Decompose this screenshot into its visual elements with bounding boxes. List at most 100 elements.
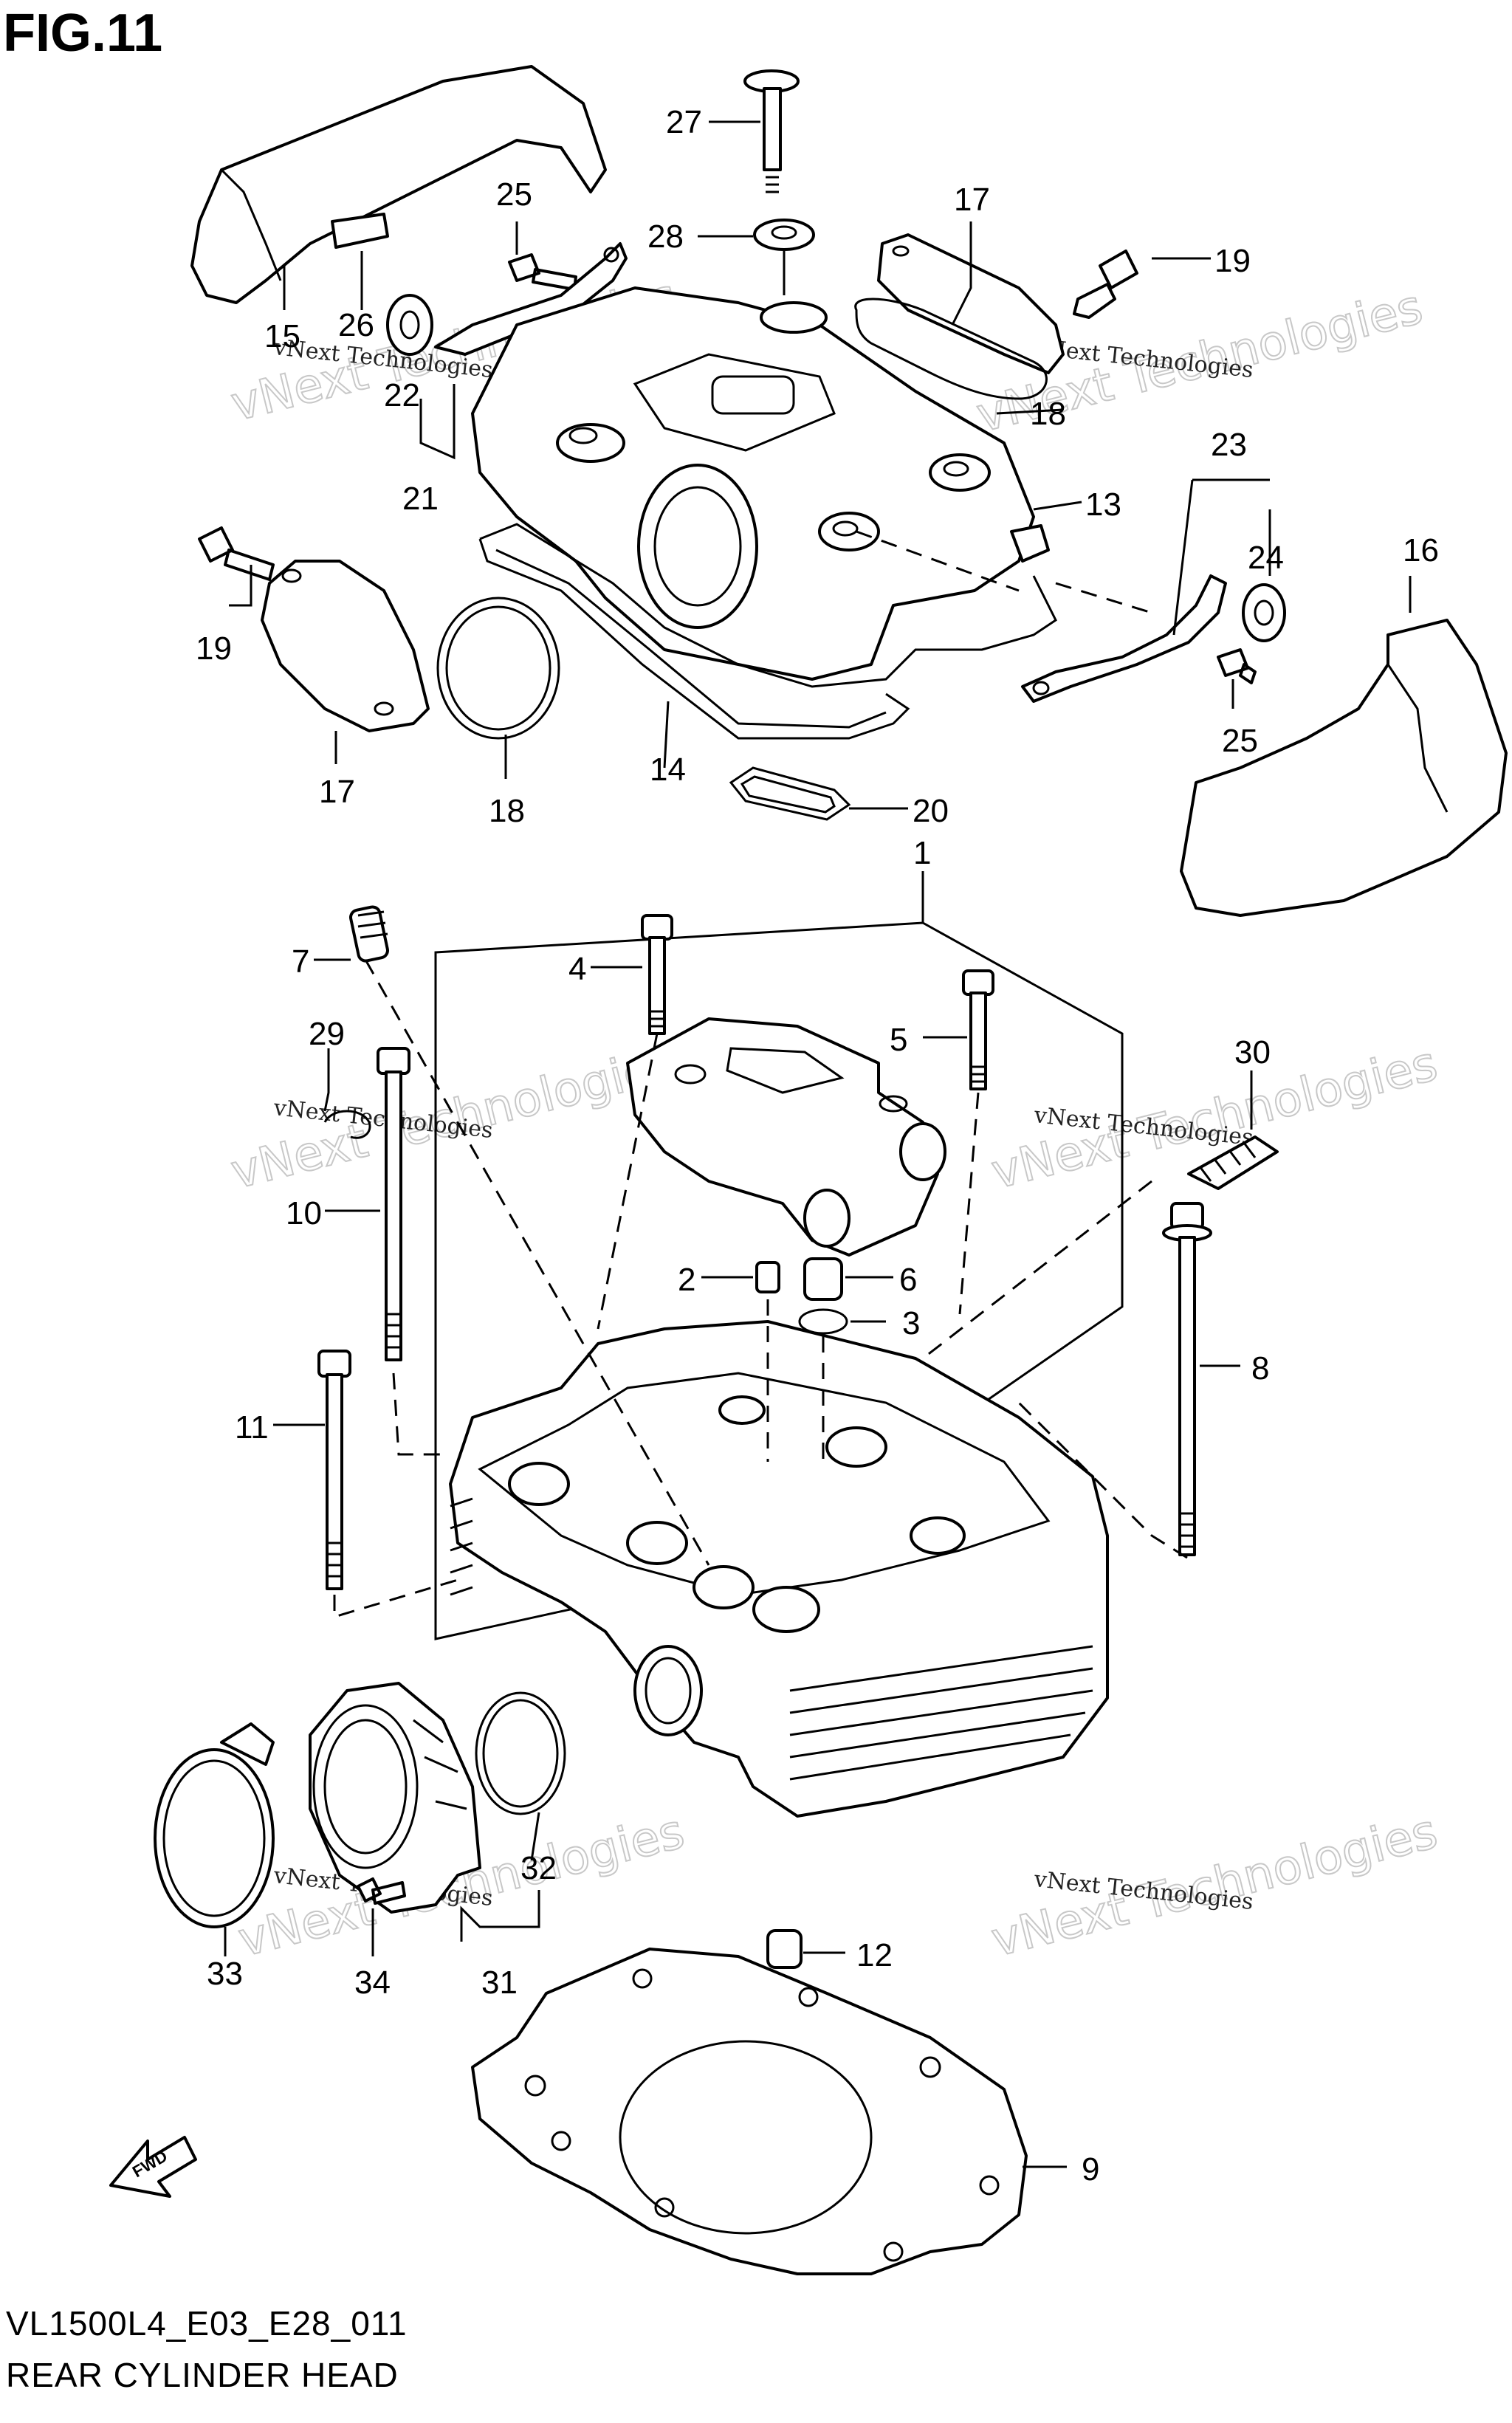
part-27-bolt: [743, 69, 800, 193]
figure-name: REAR CYLINDER HEAD: [6, 2356, 399, 2394]
part-13-boss-left: [556, 423, 625, 463]
part-1-bore: [508, 1462, 570, 1506]
callout-30: 30: [1234, 1034, 1271, 1070]
part-13-head-cover: [471, 286, 1035, 681]
callout-32: 32: [520, 1850, 557, 1886]
callout-33: 33: [207, 1956, 243, 1992]
part-1-bore: [718, 1395, 766, 1425]
part-1-bore: [825, 1426, 887, 1468]
part-11-bolt: [317, 1350, 351, 1590]
callout-4: 4: [568, 951, 586, 987]
callout-16: 16: [1403, 532, 1439, 568]
callout-27: 27: [666, 104, 702, 140]
callout-22: 22: [384, 377, 420, 413]
part-30-spark-plug: [1187, 1135, 1279, 1190]
callout-18: 18: [489, 793, 525, 829]
part-9-head-gasket: [471, 1948, 1028, 2275]
part-15-edge: [220, 168, 282, 281]
part-holder-boss: [899, 1122, 946, 1181]
leader-8-dash: [1017, 1401, 1188, 1559]
callout-10: 10: [286, 1195, 322, 1231]
part-13-boss-mid: [818, 512, 880, 551]
part-8-bolt: [1162, 1202, 1212, 1556]
part-28-washer: [753, 219, 815, 251]
callout-21: 21: [402, 481, 439, 517]
part-1-fins: [789, 1645, 1093, 1781]
callout-12: 12: [856, 1937, 893, 1973]
callout-labels: 27 25 28 17 19 15 26 22 21 18 13 23 16 2…: [196, 104, 1439, 2187]
leader-21: [419, 384, 456, 460]
part-17-cover: [877, 233, 1065, 374]
part-holder-hole: [674, 1064, 707, 1085]
part-25-bolt-right: [1217, 648, 1257, 684]
callout-15: 15: [264, 318, 300, 354]
callout-8: 8: [1251, 1350, 1269, 1386]
part-19-bolt-left: [198, 526, 275, 581]
part-15-side-cover: [190, 65, 607, 304]
part-26-grommet-hole: [399, 310, 420, 340]
callout-31: 31: [481, 1965, 518, 2001]
callout-18: 18: [1030, 396, 1066, 432]
leader-11-dash: [333, 1578, 458, 1619]
part-23-bracket: [1021, 574, 1227, 703]
part-31-intake-pipe: [309, 1682, 481, 1914]
part-13-top-panel: [633, 353, 836, 452]
part-17-left-hole: [374, 701, 394, 716]
callout-6: 6: [899, 1262, 917, 1298]
callout-7: 7: [292, 944, 309, 980]
fwd-arrow: FWD: [109, 2136, 197, 2198]
part-1-bore: [910, 1516, 966, 1555]
part-26-grommet: [386, 294, 433, 356]
part-9-bore: [619, 2040, 873, 2235]
part-20-gasket: [729, 766, 851, 821]
part-23-hole: [1032, 681, 1050, 695]
part-25-bolt: [508, 253, 577, 291]
part-13-boss-right: [929, 453, 991, 492]
part-1-bore: [626, 1521, 688, 1565]
callout-17: 17: [319, 774, 355, 810]
leader-4-dash: [597, 1033, 659, 1330]
part-18-o-ring: [436, 597, 560, 740]
part-13-top-boss: [760, 301, 828, 334]
part-10-bolt: [377, 1047, 410, 1361]
callout-11: 11: [235, 1409, 269, 1446]
part-16-edge: [1386, 664, 1449, 813]
part-1-bore: [693, 1565, 755, 1609]
part-1-deck: [478, 1372, 1051, 1596]
callout-20: 20: [913, 793, 949, 829]
part-18-gasket: [854, 298, 1048, 400]
part-6-dowel: [803, 1257, 843, 1301]
part-32-o-ring: [475, 1691, 566, 1815]
callout-13: 13: [1085, 487, 1121, 523]
part-34-screw: [357, 1877, 406, 1905]
part-9-hole: [883, 2241, 904, 2262]
callout-25: 25: [496, 176, 532, 213]
callout-28: 28: [647, 219, 684, 255]
part-16-side-cover: [1180, 619, 1508, 917]
part-13-clip: [1010, 524, 1050, 563]
figure-title: FIG.11: [3, 4, 163, 63]
part-13-boss-mid-hole: [832, 520, 859, 537]
callout-26: 26: [338, 307, 374, 343]
part-holder-hole: [879, 1095, 908, 1113]
part-18-o-ring-inner: [445, 605, 551, 731]
part-1-intake-port-inner: [645, 1657, 692, 1725]
figure-code: VL1500L4_E03_E28_011: [6, 2304, 408, 2343]
leader-5-dash: [958, 1092, 980, 1315]
part-9-hole: [979, 2175, 1000, 2196]
part-13-round-port-inner: [653, 486, 742, 607]
leader-7-dash: [364, 959, 710, 1566]
part-20-gasket-inner: [740, 775, 836, 814]
part-9-hole: [798, 1987, 819, 2007]
part-14-gasket: [478, 523, 1057, 740]
leader-30-dash: [922, 1180, 1152, 1360]
callout-19: 19: [1214, 243, 1251, 279]
part-17-left-hole: [281, 568, 302, 583]
part-24-grommet: [1242, 583, 1286, 642]
part-17-left-cover: [261, 560, 430, 732]
leader-10-dash: [392, 1372, 443, 1456]
callout-14: 14: [650, 752, 686, 788]
part-1-cylinder-head: [449, 1320, 1109, 1818]
part-32-o-ring-inner: [482, 1699, 559, 1808]
